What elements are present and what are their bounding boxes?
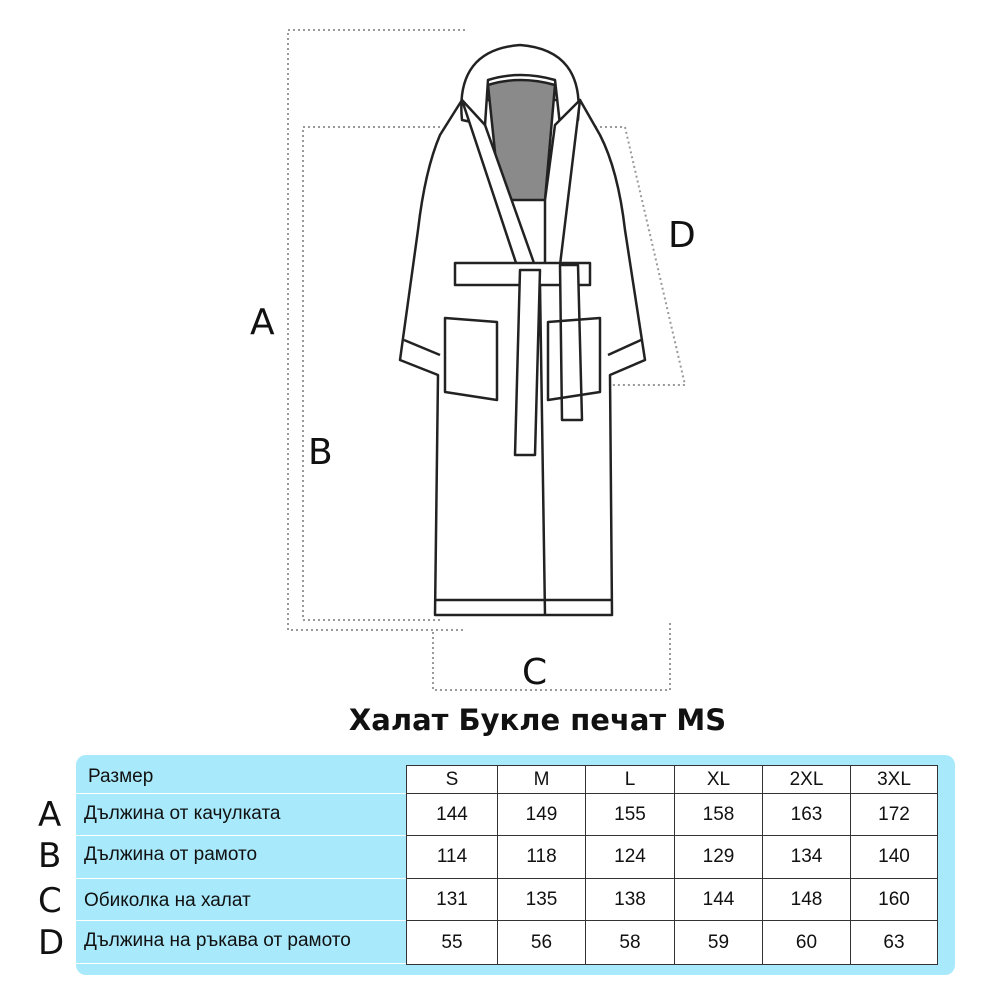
table-cell: 135 bbox=[497, 878, 586, 921]
dimension-c-line bbox=[432, 620, 671, 691]
belt-tie-left bbox=[513, 268, 542, 457]
table-cell: 148 bbox=[762, 878, 851, 921]
hood-inner bbox=[486, 78, 557, 202]
table-cell: 140 bbox=[850, 835, 938, 879]
row-letter-b: B bbox=[38, 836, 62, 876]
row-divider bbox=[76, 835, 406, 836]
row-label-a: Дължина от качулката bbox=[84, 803, 281, 824]
table-cell: 155 bbox=[585, 793, 675, 836]
table-cell: 56 bbox=[497, 920, 586, 965]
table-row: 144 149 155 158 163 172 bbox=[406, 793, 938, 836]
size-header-label: Размер bbox=[88, 766, 154, 787]
table-row: 114 118 124 129 134 140 bbox=[406, 835, 938, 879]
robe-outline bbox=[398, 43, 647, 617]
dimension-a-line bbox=[287, 29, 465, 631]
table-row: 131 135 138 144 148 160 bbox=[406, 878, 938, 921]
table-cell: 138 bbox=[585, 878, 675, 921]
size-m: M bbox=[497, 765, 586, 794]
robe-diagram bbox=[287, 29, 687, 691]
row-letter-d: D bbox=[38, 923, 65, 963]
row-letter-c: C bbox=[38, 881, 62, 921]
size-3xl: 3XL bbox=[850, 765, 938, 794]
size-l: L bbox=[585, 765, 675, 794]
row-divider bbox=[76, 878, 406, 879]
table-cell: 58 bbox=[585, 920, 675, 965]
dimension-label-c: C bbox=[522, 652, 548, 693]
front-seam bbox=[538, 284, 547, 616]
product-title: Халат Букле печат MS bbox=[348, 703, 727, 737]
row-divider bbox=[76, 963, 406, 964]
table-header-row: S M L XL 2XL 3XL bbox=[406, 765, 938, 794]
row-divider bbox=[76, 793, 406, 794]
table-cell: 124 bbox=[585, 835, 675, 879]
table-cell: 144 bbox=[674, 878, 763, 921]
hood bbox=[460, 43, 580, 127]
cuff-right bbox=[607, 338, 642, 357]
row-letter-a: A bbox=[38, 795, 62, 835]
size-table: S M L XL 2XL 3XL 144 149 155 158 163 172… bbox=[406, 765, 938, 965]
pocket-left bbox=[443, 316, 499, 402]
table-cell: 131 bbox=[406, 878, 498, 921]
table-cell: 55 bbox=[406, 920, 498, 965]
table-cell: 129 bbox=[674, 835, 763, 879]
dimension-label-b: B bbox=[308, 432, 333, 473]
table-cell: 60 bbox=[762, 920, 851, 965]
table-cell: 172 bbox=[850, 793, 938, 836]
table-cell: 160 bbox=[850, 878, 938, 921]
pocket-right bbox=[546, 316, 602, 402]
size-xl: XL bbox=[674, 765, 763, 794]
row-divider bbox=[76, 920, 406, 921]
size-2xl: 2XL bbox=[762, 765, 851, 794]
belt-tie-right bbox=[558, 263, 584, 422]
size-s: S bbox=[406, 765, 498, 794]
dimension-b-line bbox=[302, 126, 440, 621]
dimension-label-a: A bbox=[250, 302, 275, 343]
table-cell: 134 bbox=[762, 835, 851, 879]
cuff-left bbox=[403, 338, 441, 357]
table-cell: 149 bbox=[497, 793, 586, 836]
row-label-b: Дължина от рамото bbox=[84, 844, 258, 865]
table-cell: 114 bbox=[406, 835, 498, 879]
row-label-d: Дължина на ръкава от рамото bbox=[84, 930, 351, 951]
table-cell: 118 bbox=[497, 835, 586, 879]
table-row: 55 56 58 59 60 63 bbox=[406, 920, 938, 965]
table-cell: 59 bbox=[674, 920, 763, 965]
table-cell: 158 bbox=[674, 793, 763, 836]
table-cell: 144 bbox=[406, 793, 498, 836]
table-cell: 163 bbox=[762, 793, 851, 836]
table-cell: 63 bbox=[850, 920, 938, 965]
dimension-label-d: D bbox=[668, 215, 696, 256]
row-label-c: Обиколка на халат bbox=[84, 890, 251, 911]
collar-right bbox=[543, 98, 582, 267]
